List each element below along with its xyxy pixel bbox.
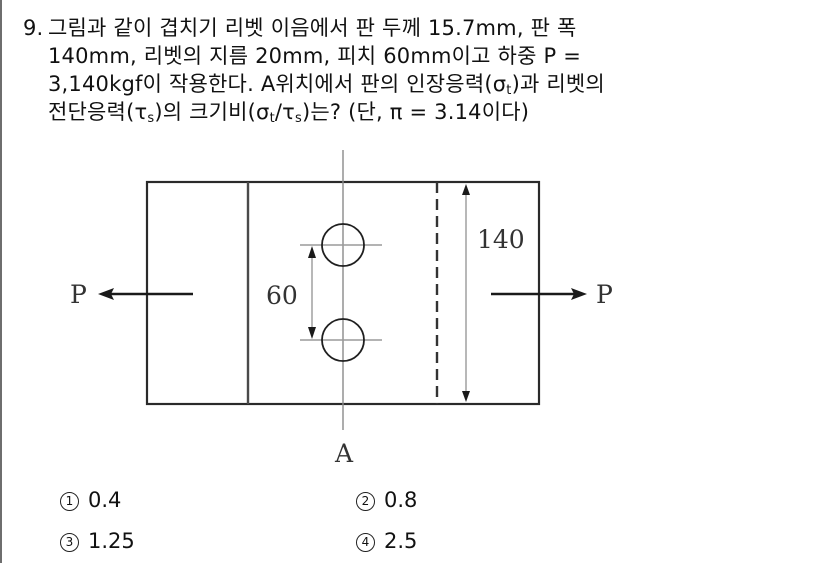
question-line-4: 전단응력(τs)의 크기비(σt/τs)는? (단, π = 3.14이다): [23, 98, 813, 126]
load-label-right: P: [596, 280, 613, 309]
width-arrow-down-icon: [462, 391, 470, 402]
choice-4-mark: 4: [356, 533, 375, 552]
question-line-2: 140mm, 리벳의 지름 20mm, 피치 60mm이고 하중 P =: [23, 42, 813, 70]
section-label: A: [334, 439, 354, 468]
choice-2-value: 0.8: [384, 488, 418, 512]
load-label-left: P: [70, 280, 87, 309]
question-line-4-tail: )는? (단, π = 3.14이다): [302, 100, 530, 124]
pitch-arrow-up-icon: [308, 246, 316, 258]
question-number: 9.: [23, 16, 44, 40]
pitch-arrow-down-icon: [308, 327, 316, 339]
question-line-3: 3,140kgf이 작용한다. A위치에서 판의 인장응력(σt)과 리벳의: [23, 70, 813, 98]
rivet-upper: [321, 223, 365, 267]
question-line-1-text: 그림과 같이 겹치기 리벳 이음에서 판 두께 15.7mm, 판 폭: [48, 16, 577, 40]
question-line-3-tail: )과 리벳의: [511, 72, 605, 96]
subscript-t: t: [506, 83, 512, 98]
choice-3-value: 1.25: [88, 529, 135, 553]
arrow-left-icon: [98, 288, 114, 300]
question-line-3-text: 3,140kgf이 작용한다. A위치에서 판의 인장응력(σ: [48, 72, 507, 96]
choice-2-mark: 2: [356, 492, 375, 511]
choice-1-value: 0.4: [88, 488, 122, 512]
choice-3-mark: 3: [60, 533, 79, 552]
question-text: 9.그림과 같이 겹치기 리벳 이음에서 판 두께 15.7mm, 판 폭 14…: [23, 14, 813, 126]
subscript-s: s: [147, 111, 155, 126]
rivet-lower: [321, 318, 365, 362]
question-line-4-mid2: /τ: [274, 100, 296, 124]
width-label: 140: [477, 225, 525, 254]
subscript-s: s: [295, 111, 302, 126]
choice-1-mark: 1: [60, 492, 79, 511]
choice-4-value: 2.5: [384, 529, 418, 553]
question-line-2-text: 140mm, 리벳의 지름 20mm, 피치 60mm이고 하중 P =: [48, 44, 581, 68]
pitch-label: 60: [266, 281, 298, 310]
question-line-4-text: 전단응력(τ: [48, 100, 148, 124]
subscript-t: t: [269, 111, 275, 126]
question-line-1: 9.그림과 같이 겹치기 리벳 이음에서 판 두께 15.7mm, 판 폭: [23, 14, 813, 42]
width-arrow-up-icon: [462, 184, 470, 195]
arrow-right-icon: [571, 288, 587, 300]
question-line-4-mid: )의 크기비(σ: [154, 100, 270, 124]
